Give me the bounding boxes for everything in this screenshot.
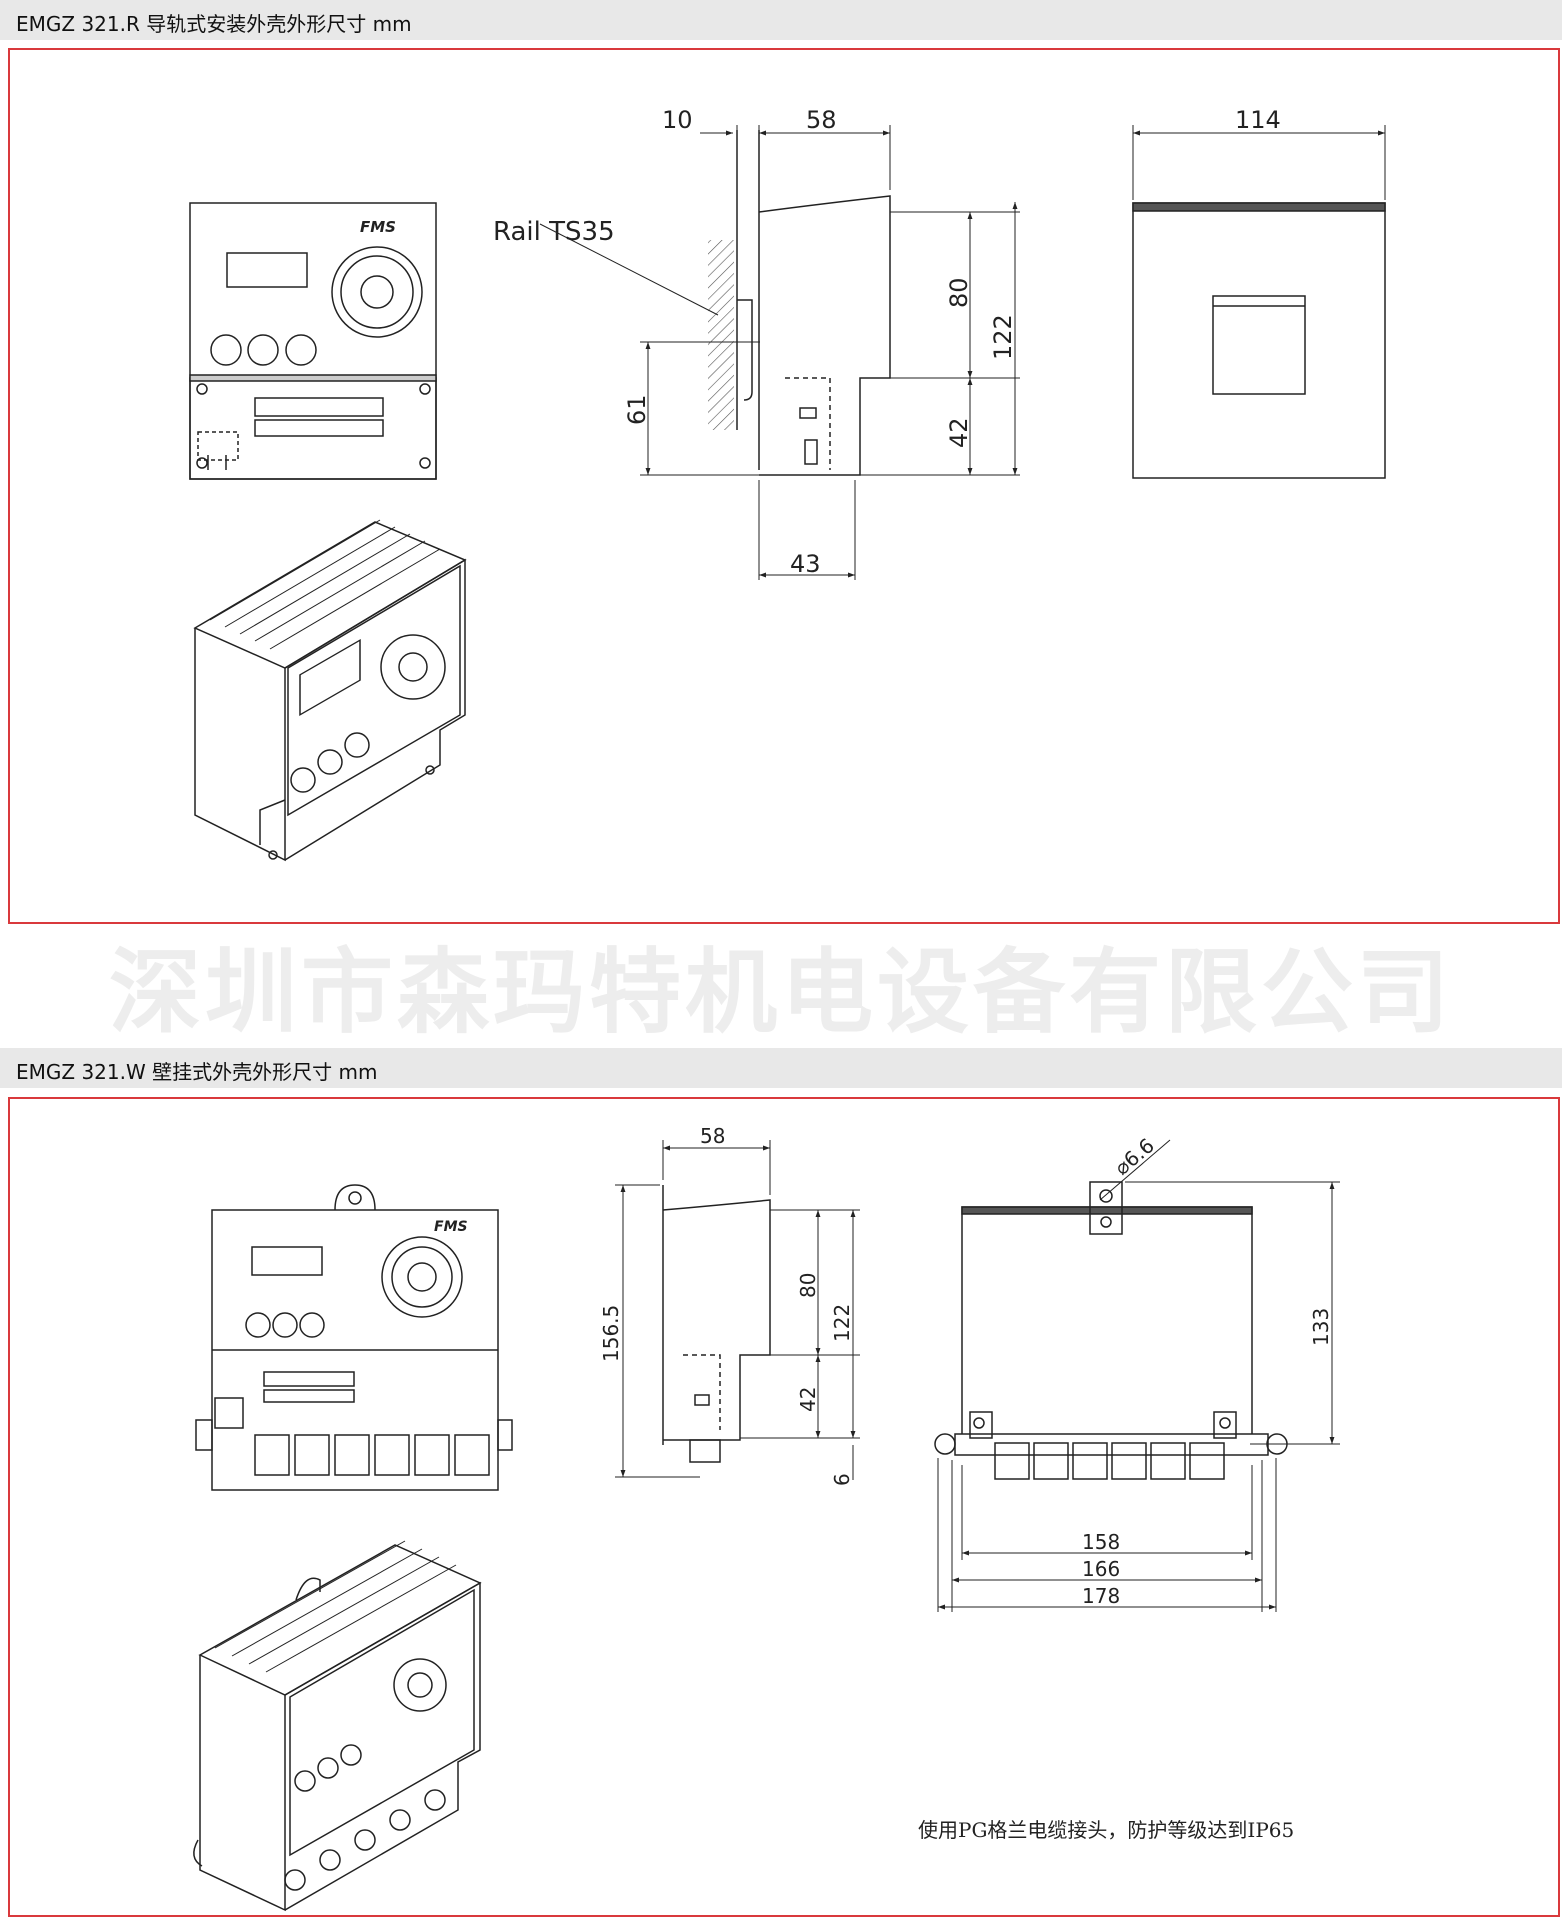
dim-43: 43 <box>790 550 821 578</box>
dim-122-wall: 122 <box>830 1304 854 1342</box>
dim-80-rail: 80 <box>945 277 973 308</box>
section-header-wall: EMGZ 321.W 壁挂式外壳外形尺寸 mm <box>0 1048 1562 1088</box>
wall-back-view <box>934 1181 1288 1480</box>
fms-logo-wall: FMS <box>434 1219 468 1235</box>
dim-178: 178 <box>1082 1584 1120 1608</box>
dim-158: 158 <box>1082 1530 1120 1554</box>
section-title-rail: EMGZ 321.R 导轨式安装外壳外形尺寸 mm <box>16 12 412 36</box>
cable-glands-back <box>994 1442 1225 1480</box>
dim-61: 61 <box>623 394 651 425</box>
wall-side-view <box>662 1185 771 1463</box>
dim-58-wall: 58 <box>700 1124 725 1148</box>
dim-6: 6 <box>830 1473 854 1486</box>
section-header-rail: EMGZ 321.R 导轨式安装外壳外形尺寸 mm <box>0 0 1562 40</box>
wall-drawing-frame <box>8 1097 1560 1917</box>
wall-front-view <box>195 1184 513 1491</box>
dim-80-wall: 80 <box>796 1273 820 1298</box>
dim-hole-6-6: ⌀6.6 <box>1110 1133 1159 1180</box>
fms-logo: FMS <box>360 218 396 236</box>
section-title-wall: EMGZ 321.W 壁挂式外壳外形尺寸 mm <box>16 1060 378 1084</box>
dim-156-5: 156.5 <box>599 1305 623 1362</box>
dim-42-wall: 42 <box>796 1387 820 1412</box>
rail-isometric-view <box>193 521 467 862</box>
wall-isometric-view <box>193 1544 482 1912</box>
dim-122-rail: 122 <box>989 314 1017 360</box>
rail-side-view <box>539 130 891 476</box>
ip65-note: 使用PG格兰电缆接头，防护等级达到IP65 <box>918 1818 1295 1842</box>
dim-166: 166 <box>1082 1557 1120 1581</box>
dim-133: 133 <box>1309 1308 1333 1346</box>
company-watermark: 深圳市森玛特机电设备有限公司 <box>108 938 1453 1046</box>
rail-drawing-frame <box>8 48 1560 924</box>
dim-42-rail: 42 <box>945 417 973 448</box>
rail-front-view <box>189 202 437 480</box>
rail-ts35-label: Rail TS35 <box>493 217 615 247</box>
cable-glands-front <box>254 1434 490 1476</box>
dim-114: 114 <box>1235 106 1281 134</box>
dim-10: 10 <box>662 106 693 134</box>
rail-back-view <box>1132 125 1386 479</box>
dim-58-rail: 58 <box>806 106 837 134</box>
